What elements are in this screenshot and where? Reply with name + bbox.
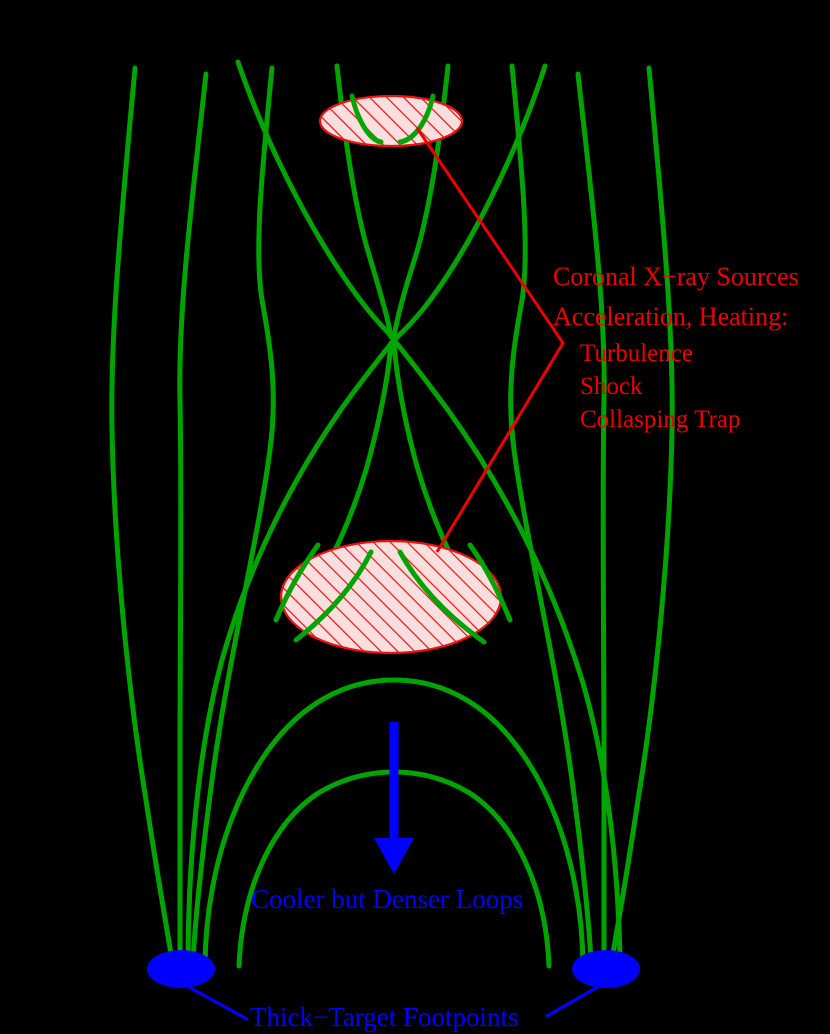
field-line-right-2: [575, 71, 607, 965]
mechanism-shock-label: Shock: [580, 373, 643, 400]
field-line-separatrix-upper-left: [235, 59, 397, 343]
footpoint-right: [572, 950, 640, 988]
lower-coronal-source: [279, 539, 503, 655]
field-line-lower-cusp-left-overlay: [293, 549, 374, 643]
coronal-source-pointer-bracket: [415, 127, 565, 553]
cooler-denser-loops-label: Cooler but Denser Loops: [251, 884, 523, 914]
mechanism-turbulence-label: Turbulence: [580, 340, 693, 367]
mechanism-collapsing-trap-label: Collasping Trap: [580, 406, 740, 433]
field-line-separatrix-lower-right: [391, 337, 623, 963]
field-line-separatrix-lower-left: [185, 337, 397, 965]
thick-target-footpoints-label: Thick−Target Footpoints: [250, 1002, 519, 1032]
magnetic-field-lines: [109, 59, 675, 969]
field-line-upper-cusp-right-overlay: [397, 93, 436, 145]
field-line-right-3: [508, 63, 594, 966]
red-annotation-group: Coronal X−ray Sources Acceleration, Heat…: [553, 262, 799, 433]
field-line-outer-left: [109, 65, 175, 963]
downflow-arrow-head: [374, 838, 414, 874]
field-line-left-2: [177, 71, 209, 965]
footpoint-left: [147, 950, 215, 988]
field-lines-over-sources: [273, 93, 513, 645]
coronal-sources-label: Coronal X−ray Sources: [553, 262, 799, 291]
thick-target-footpoints: [147, 950, 640, 1021]
field-line-arcade-outer: [202, 677, 586, 968]
field-line-upper-cusp-left-overlay: [349, 93, 384, 145]
downflow-arrow: [374, 722, 414, 874]
field-line-separatrix-upper-right: [391, 63, 548, 343]
field-line-left-3: [190, 65, 276, 966]
field-line-outer-right: [609, 65, 675, 963]
field-line-separatrix-lower-left-overlay: [273, 542, 321, 623]
field-line-lower-cusp-right-overlay: [397, 549, 487, 645]
field-line-separatrix-lower-right-overlay: [467, 542, 513, 623]
acceleration-heating-label: Acceleration, Heating:: [553, 302, 788, 331]
upper-coronal-source: [318, 94, 464, 148]
